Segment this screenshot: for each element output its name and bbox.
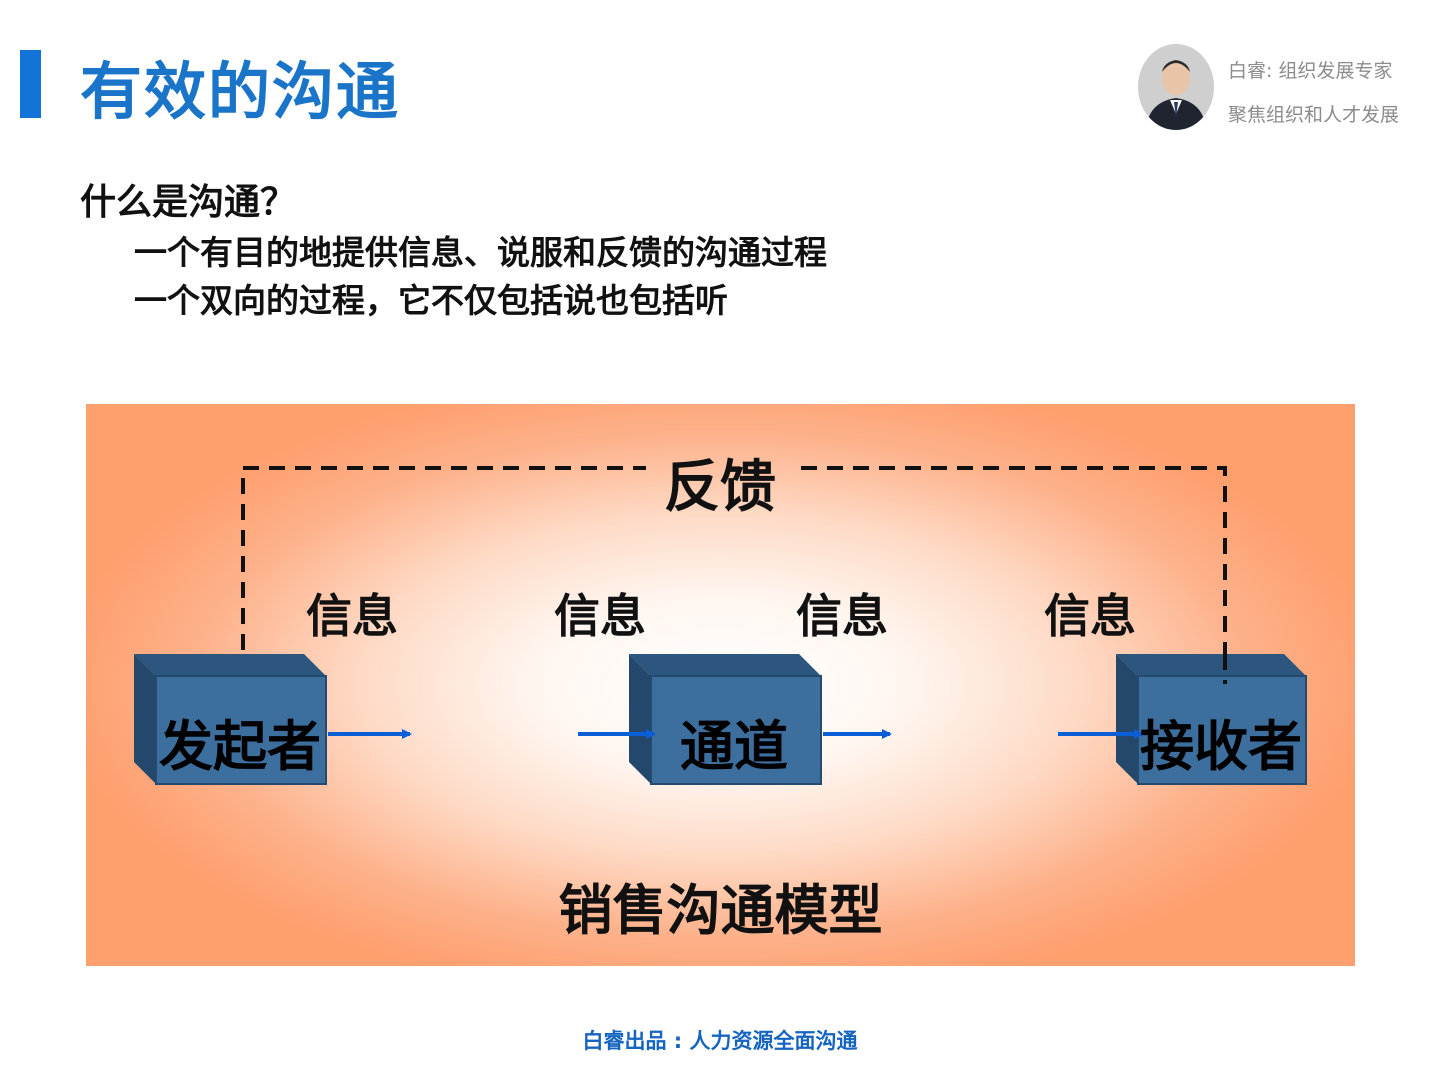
title-accent-bar [20, 50, 41, 118]
info-label-2: 信息 [554, 589, 646, 643]
communication-model-panel: 反馈 信息 信息 信息 信息 发起者 通道 接收者 销售沟通模型 [86, 404, 1355, 966]
definition-line-1: 一个有目的地提供信息、说服和反馈的沟通过程 [134, 233, 827, 272]
node-initiator-label: 发起者 [159, 715, 321, 778]
page-title: 有效的沟通 [80, 55, 401, 128]
feedback-label: 反馈 [664, 455, 776, 520]
info-label-1: 信息 [306, 589, 398, 643]
model-caption: 销售沟通模型 [558, 879, 883, 942]
node-receiver [1116, 654, 1307, 785]
author-title: 白睿: 组织发展专家 [1228, 60, 1393, 82]
question-heading: 什么是沟通？ [80, 182, 297, 223]
author-avatar [1138, 44, 1214, 130]
footer-credit: 白睿出品 : 人力资源全面沟通 [582, 1029, 858, 1053]
node-channel-label: 通道 [680, 715, 788, 778]
person-photo-icon [1138, 44, 1214, 130]
node-initiator [134, 654, 327, 785]
feedback-loop-right [801, 466, 1227, 684]
feedback-loop-left [241, 466, 646, 676]
node-receiver-label: 接收者 [1140, 715, 1302, 778]
author-focus: 聚焦组织和人才发展 [1228, 104, 1400, 126]
node-channel [629, 654, 822, 785]
info-label-3: 信息 [796, 589, 888, 643]
definition-line-2: 一个双向的过程，它不仅包括说也包括听 [134, 281, 728, 320]
info-label-4: 信息 [1044, 589, 1136, 643]
model-diagram [134, 466, 1307, 785]
